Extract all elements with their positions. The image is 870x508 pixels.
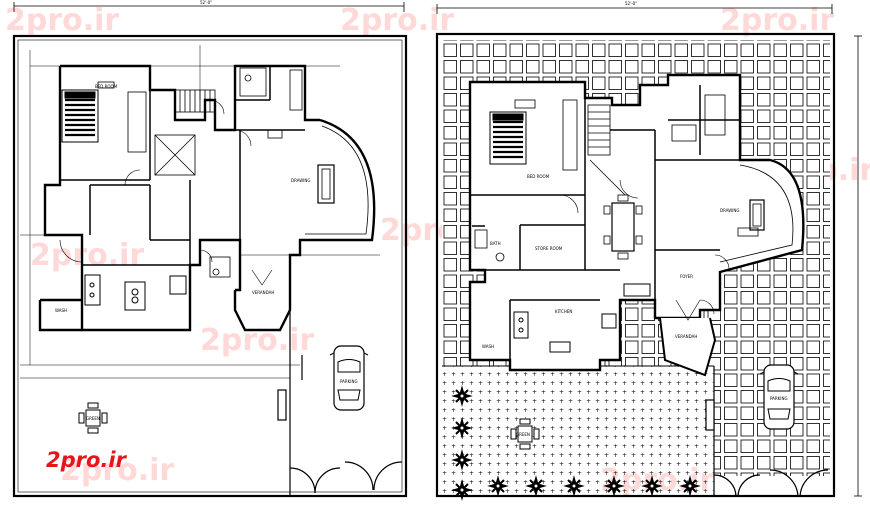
label-foyer: FOYER: [680, 274, 693, 279]
label-wash: WASH: [482, 344, 494, 349]
label-store-room: STORE ROOM: [535, 246, 563, 251]
site-logo: 2pro.ir: [46, 448, 126, 472]
watermark-text: 2pro.ir: [720, 3, 834, 38]
watermark-text: 2pro.ir: [5, 3, 119, 38]
label-verandah: VERANDAH: [675, 334, 697, 339]
label-drawing: DRAWING: [291, 178, 310, 183]
label-bath: BATH: [490, 241, 501, 246]
watermark-text: 2pro.ir: [60, 453, 174, 488]
watermark-text: 2pro.ir: [200, 323, 314, 358]
watermark-text: 2pro.ir: [30, 238, 144, 273]
label-bed-room: BED ROOM: [95, 84, 118, 89]
left-floor-plan: 52'-0": [12, 0, 408, 498]
left-room-labels: BED ROOM DRAWING VERANDAH WASH PARKING G…: [55, 84, 358, 421]
right-dim-top: 52'-0": [625, 1, 637, 6]
right-floor-plan: 52'-0": [435, 1, 862, 500]
right-room-labels: BED ROOM DRAWING BATH STORE ROOM KITCHEN…: [482, 174, 788, 437]
label-green: GREEN: [516, 432, 530, 437]
label-green: GREEN: [86, 416, 100, 421]
label-kitchen: KITCHEN: [555, 309, 572, 314]
left-dim-top: 52'-0": [200, 0, 212, 5]
label-verandah: VERANDAH: [252, 290, 274, 295]
watermark-text: 2pro.ir: [340, 3, 454, 38]
label-parking: PARKING: [770, 396, 788, 401]
label-bed-room: BED ROOM: [527, 174, 550, 179]
label-wash: WASH: [55, 308, 67, 313]
label-drawing: DRAWING: [720, 208, 739, 213]
label-parking: PARKING: [340, 379, 358, 384]
